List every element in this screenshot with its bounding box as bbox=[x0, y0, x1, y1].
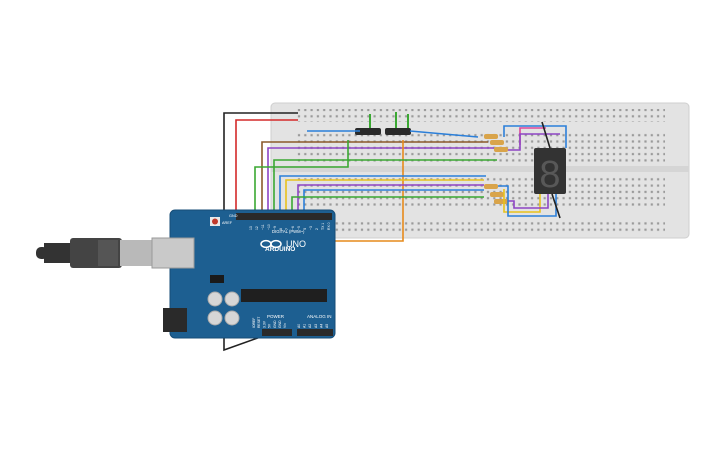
wire[interactable] bbox=[261, 141, 488, 213]
pin-label: 7 bbox=[285, 228, 289, 230]
resistor[interactable] bbox=[490, 140, 504, 145]
pin-label: ~11 bbox=[261, 224, 265, 230]
pin-label: GND bbox=[278, 320, 282, 328]
pin-label: Vin bbox=[283, 323, 287, 328]
resistor[interactable] bbox=[494, 199, 508, 204]
arduino-brand: ARDUINO bbox=[265, 246, 295, 253]
wire[interactable] bbox=[267, 147, 494, 213]
pin-label: ~9 bbox=[273, 226, 277, 230]
crystal bbox=[210, 275, 224, 283]
push-button[interactable] bbox=[385, 112, 411, 135]
resistor[interactable] bbox=[494, 147, 508, 152]
pin-label: A5 bbox=[325, 324, 329, 328]
board-model: UNO bbox=[286, 239, 306, 249]
pin-label: IOREF bbox=[252, 318, 256, 328]
push-buttons bbox=[355, 112, 411, 135]
arduino-infinity-logo bbox=[260, 239, 282, 249]
wire[interactable] bbox=[279, 175, 486, 213]
top-power-rail bbox=[297, 109, 665, 122]
wire[interactable] bbox=[503, 189, 541, 213]
wire[interactable] bbox=[541, 121, 561, 219]
pin-label: ~6 bbox=[291, 226, 295, 230]
pin-label: TX 1 bbox=[321, 223, 325, 230]
resistor[interactable] bbox=[490, 192, 504, 197]
wire[interactable] bbox=[303, 189, 484, 213]
analog-header-label: ANALOG IN bbox=[307, 314, 332, 319]
pin-label: RX 0 bbox=[327, 222, 331, 230]
wire[interactable] bbox=[273, 159, 497, 213]
wire[interactable] bbox=[508, 194, 549, 209]
breadboard[interactable] bbox=[270, 102, 690, 239]
pin-label: A1 bbox=[303, 324, 307, 328]
pin-label: A4 bbox=[319, 324, 323, 328]
usb-port bbox=[151, 237, 195, 269]
power-header-label: POWER bbox=[267, 314, 285, 319]
pin-label: 5V bbox=[268, 323, 272, 328]
capacitor bbox=[224, 291, 240, 307]
microcontroller-chip bbox=[241, 289, 327, 302]
resistor[interactable] bbox=[484, 134, 498, 139]
pin-label: 4 bbox=[303, 228, 307, 230]
pin-label: ~3 bbox=[309, 226, 313, 230]
wire[interactable] bbox=[503, 125, 567, 148]
pin-label: 2 bbox=[315, 228, 319, 230]
push-button[interactable] bbox=[355, 114, 381, 135]
capacitor bbox=[224, 310, 240, 326]
wire[interactable] bbox=[291, 196, 484, 213]
bottom-terminal-strip bbox=[297, 176, 665, 207]
display-digit: 8 bbox=[539, 154, 560, 196]
reset-button-cap[interactable] bbox=[212, 218, 218, 225]
pin-label: ~5 bbox=[297, 226, 301, 230]
wire[interactable] bbox=[297, 184, 484, 213]
pin-label: 12 bbox=[255, 226, 259, 230]
aref-pin-label: AREF bbox=[222, 221, 233, 225]
pin-label: A2 bbox=[308, 324, 312, 328]
pin-label: A0 bbox=[297, 324, 301, 328]
seven-segment-display[interactable]: 8 bbox=[534, 148, 566, 196]
pin-label: RESET bbox=[257, 317, 261, 328]
resistor[interactable] bbox=[484, 184, 498, 189]
gnd-pin-label: GND bbox=[229, 214, 238, 218]
pin-label: A3 bbox=[314, 324, 318, 328]
bottom-power-rail bbox=[297, 221, 665, 234]
wire[interactable] bbox=[307, 130, 479, 138]
pin-label: 13 bbox=[249, 226, 253, 230]
power-jack bbox=[163, 308, 187, 332]
analog-header[interactable] bbox=[297, 329, 333, 336]
pin-label: 8 bbox=[279, 228, 283, 230]
capacitor bbox=[207, 310, 223, 326]
resistors bbox=[484, 134, 508, 204]
power-header[interactable] bbox=[262, 329, 292, 336]
wire[interactable] bbox=[498, 185, 557, 217]
wire[interactable] bbox=[285, 179, 484, 213]
pin-label: 3.3V bbox=[262, 320, 266, 328]
usb-cable bbox=[36, 238, 156, 268]
wire[interactable] bbox=[254, 140, 349, 213]
center-channel bbox=[271, 166, 689, 172]
capacitor bbox=[207, 291, 223, 307]
pin-label: ~10 bbox=[267, 224, 271, 230]
top-terminal-strip bbox=[297, 131, 665, 162]
digital-header[interactable] bbox=[236, 213, 332, 220]
wire[interactable] bbox=[508, 133, 560, 151]
digital-header-label: DIGITAL (PWM~) bbox=[272, 229, 305, 234]
pin-label: GND bbox=[273, 320, 277, 328]
